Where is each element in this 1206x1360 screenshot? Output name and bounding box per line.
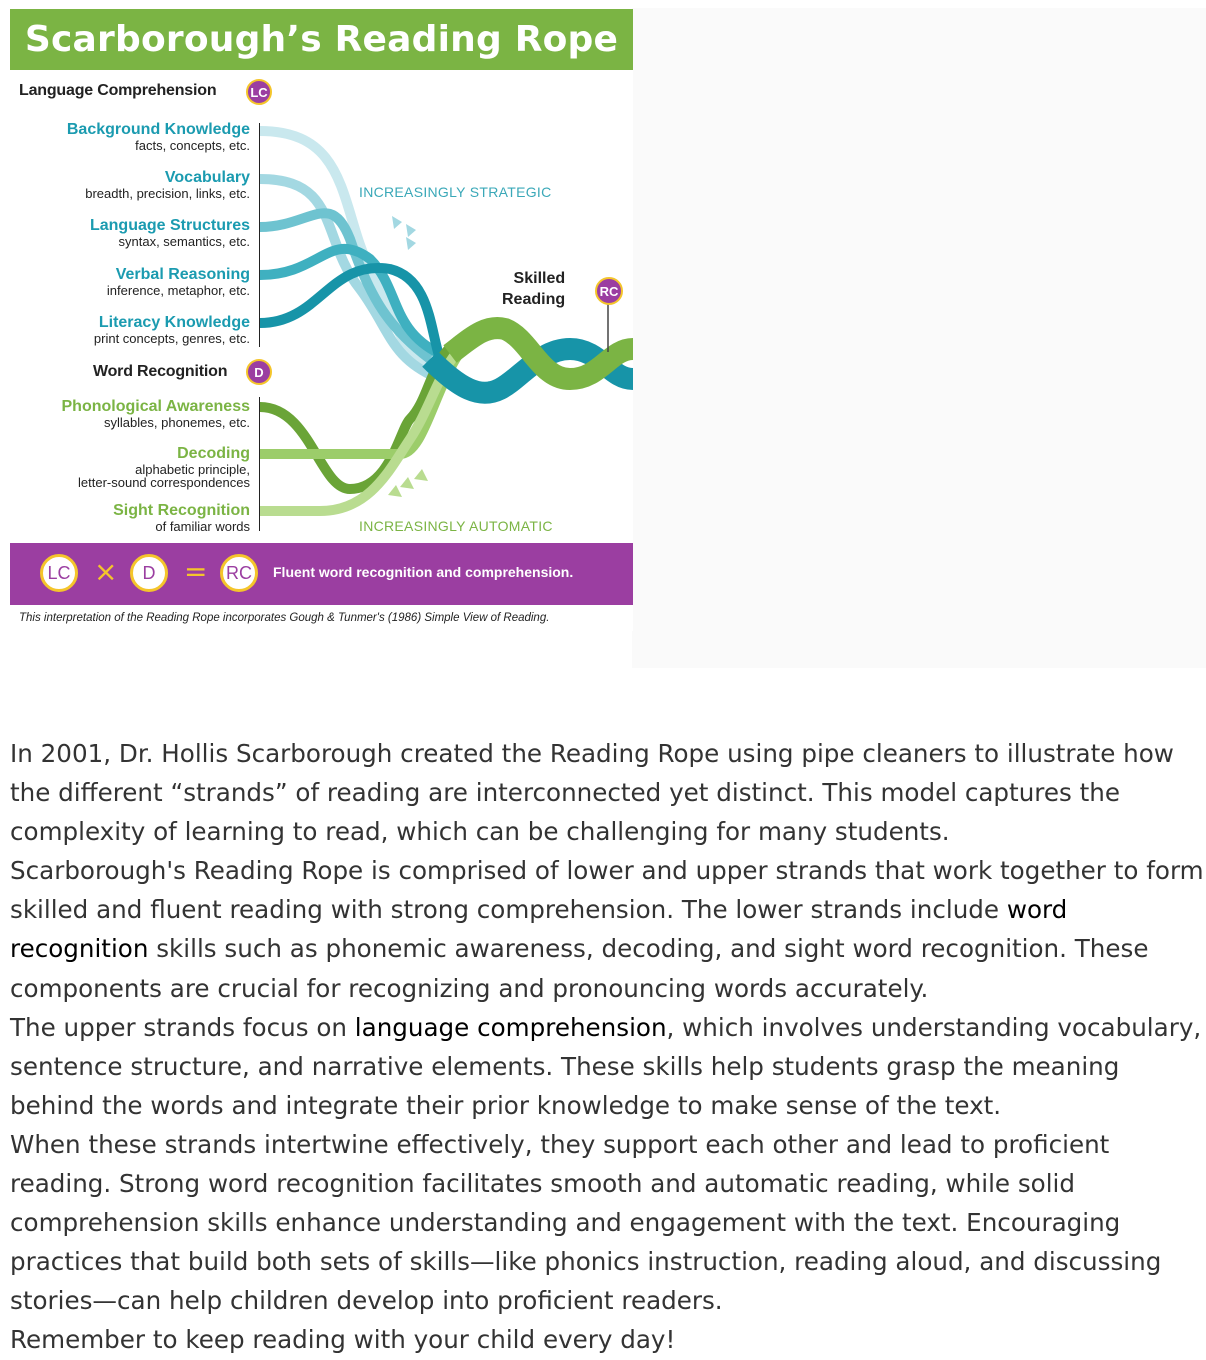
lower-bracket-line bbox=[259, 397, 260, 531]
paragraph-1: In 2001, Dr. Hollis Scarborough created … bbox=[10, 739, 1174, 847]
strand-verbal-reasoning bbox=[259, 243, 443, 359]
increasingly-strategic-label: INCREASINGLY STRATEGIC bbox=[359, 184, 552, 200]
strand-literacy-knowledge bbox=[259, 262, 445, 361]
word-recognition-label: Word Recognition bbox=[93, 363, 228, 380]
paragraph-5: Remember to keep reading with your child… bbox=[10, 1325, 676, 1355]
background-panel bbox=[632, 8, 1206, 668]
skilled-reading-label: Skilled Reading bbox=[502, 270, 566, 308]
strand-label-background-knowledge: Background Knowledge facts, concepts, et… bbox=[66, 121, 250, 153]
arrow-automatic-1 bbox=[388, 485, 402, 497]
strand-label-vocabulary: Vocabulary breadth, precision, links, et… bbox=[85, 169, 250, 201]
figure-title: Scarborough’s Reading Rope bbox=[24, 19, 619, 60]
rope-diagram bbox=[259, 126, 633, 516]
equation-lc-circle: LC bbox=[40, 554, 78, 592]
paragraph-2: Scarborough's Reading Rope is comprised … bbox=[10, 856, 1204, 1003]
equals-sign: = bbox=[184, 555, 208, 588]
strand-label-verbal-reasoning: Verbal Reasoning inference, metaphor, et… bbox=[106, 266, 250, 298]
strand-label-sight-recognition: Sight Recognition of familiar words bbox=[113, 502, 250, 534]
arrow-strategic-3 bbox=[406, 237, 416, 250]
strand-phonological-awareness bbox=[259, 334, 464, 495]
arrow-automatic-3 bbox=[414, 469, 428, 481]
lc-badge: LC bbox=[246, 79, 272, 105]
article-body: In 2001, Dr. Hollis Scarborough created … bbox=[10, 734, 1206, 1360]
equation-rc-circle: RC bbox=[220, 554, 258, 592]
upper-bracket-line bbox=[259, 123, 260, 347]
strand-label-literacy-knowledge: Literacy Knowledge print concepts, genre… bbox=[93, 314, 250, 346]
times-sign: × bbox=[94, 555, 118, 588]
strand-label-decoding: Decoding alphabetic principle, letter-so… bbox=[78, 445, 250, 490]
increasingly-automatic-label: INCREASINGLY AUTOMATIC bbox=[359, 518, 553, 534]
arrow-strategic-2 bbox=[406, 224, 416, 237]
strand-label-language-structures: Language Structures syntax, semantics, e… bbox=[89, 217, 250, 249]
figure-title-bar: Scarborough’s Reading Rope bbox=[10, 9, 633, 70]
paragraph-4: When these strands intertwine effectivel… bbox=[10, 1129, 1162, 1316]
reading-rope-figure: Scarborough’s Reading Rope Language Comp… bbox=[10, 9, 633, 631]
paragraph-3: The upper strands focus on language comp… bbox=[10, 1012, 1202, 1120]
arrow-strategic-1 bbox=[392, 216, 402, 229]
strand-language-structures bbox=[259, 208, 434, 363]
equation-bar: LC × D = RC Fluent word recognition and … bbox=[10, 543, 633, 605]
strand-vocabulary bbox=[259, 174, 442, 384]
d-badge: D bbox=[246, 359, 272, 385]
language-comprehension-link[interactable]: language comprehension bbox=[354, 1012, 667, 1042]
equation-d-circle: D bbox=[130, 554, 168, 592]
figure-caption: This interpretation of the Reading Rope … bbox=[19, 612, 550, 624]
rope-green-braid bbox=[443, 317, 633, 391]
strand-label-phonological-awareness: Phonological Awareness syllables, phonem… bbox=[61, 398, 251, 430]
word-recognition-link[interactable]: word recognition bbox=[10, 895, 1068, 964]
language-comprehension-label: Language Comprehension bbox=[19, 82, 217, 99]
rc-badge: RC bbox=[595, 277, 623, 305]
equation-text: Fluent word recognition and comprehensio… bbox=[273, 564, 574, 580]
arrow-automatic-2 bbox=[400, 477, 414, 489]
